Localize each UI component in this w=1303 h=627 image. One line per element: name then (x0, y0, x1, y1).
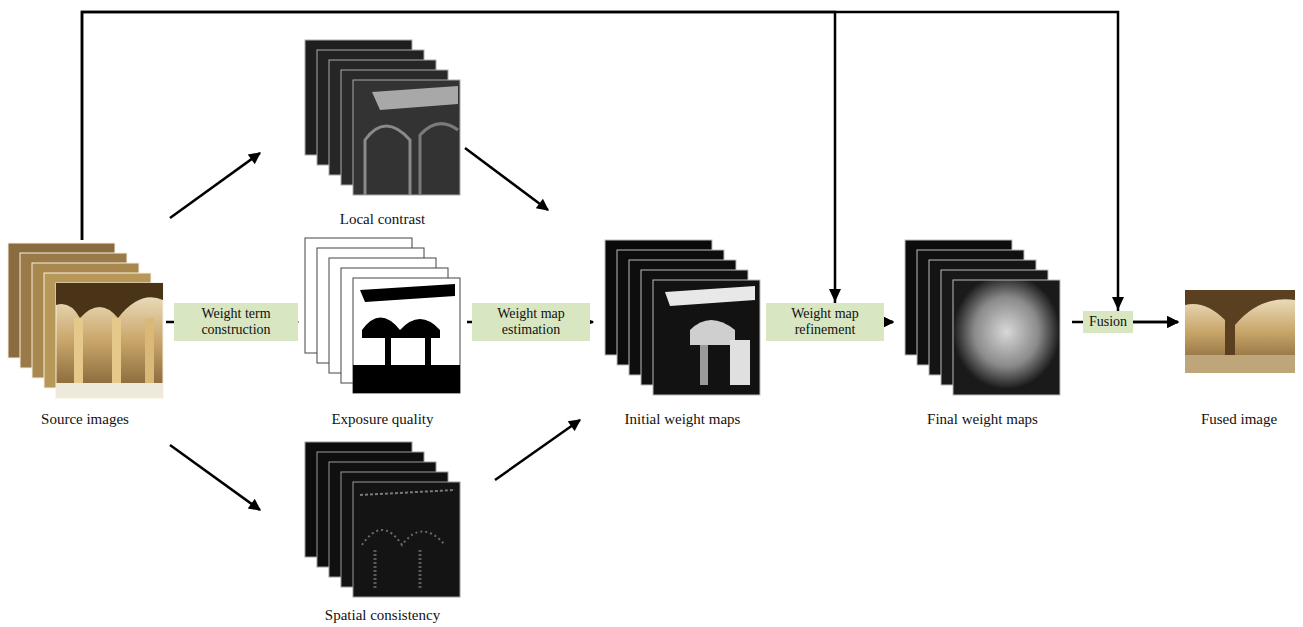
image-caption: Local contrast (300, 210, 465, 228)
caption-text: Final weight maps (925, 411, 1040, 427)
step-label: Weight map refinement (766, 303, 884, 341)
step-label: Weight term construction (174, 303, 298, 341)
image-stack-node: Final weight maps (895, 238, 1070, 428)
caption-text: Exposure quality (329, 411, 435, 427)
image-caption: Initial weight maps (595, 410, 770, 428)
caption-text: Source images (39, 411, 131, 427)
step-label: Weight map estimation (472, 303, 590, 341)
image-caption: Fused image (1180, 410, 1298, 428)
initial-weight-stack (605, 240, 760, 395)
image-stack-node: Exposure quality (300, 233, 465, 428)
connector-arrow (170, 153, 260, 218)
connector-arrow (495, 420, 580, 480)
image-stack-node: Source images (6, 240, 164, 428)
step-label: Fusion (1083, 311, 1133, 333)
image-stack-node: Local contrast (300, 38, 465, 228)
fused-image (1185, 290, 1295, 373)
connector-arrow (170, 445, 260, 510)
junction-arrowhead (829, 289, 841, 302)
exposure-stack (305, 238, 460, 393)
connector-arrow (465, 148, 548, 210)
image-caption: Final weight maps (895, 410, 1070, 428)
image-caption: Spatial consistency (300, 606, 465, 624)
caption-text: Initial weight maps (623, 411, 743, 427)
connector-arrow (82, 12, 1178, 322)
caption-text: Spatial consistency (323, 607, 442, 623)
local-contrast-stack (305, 40, 460, 195)
spatial-stack (305, 442, 460, 597)
image-caption: Exposure quality (300, 410, 465, 428)
final-weight-stack (905, 240, 1060, 395)
image-caption: Source images (6, 410, 164, 428)
source-stack (8, 243, 163, 398)
caption-text: Local contrast (338, 211, 427, 227)
image-stack-node: Spatial consistency (300, 438, 465, 624)
image-stack-node: Fused image (1180, 288, 1298, 428)
caption-text: Fused image (1199, 411, 1279, 427)
connector-arrow (82, 12, 893, 322)
junction-arrowhead (1112, 297, 1124, 310)
image-stack-node: Initial weight maps (595, 238, 770, 428)
